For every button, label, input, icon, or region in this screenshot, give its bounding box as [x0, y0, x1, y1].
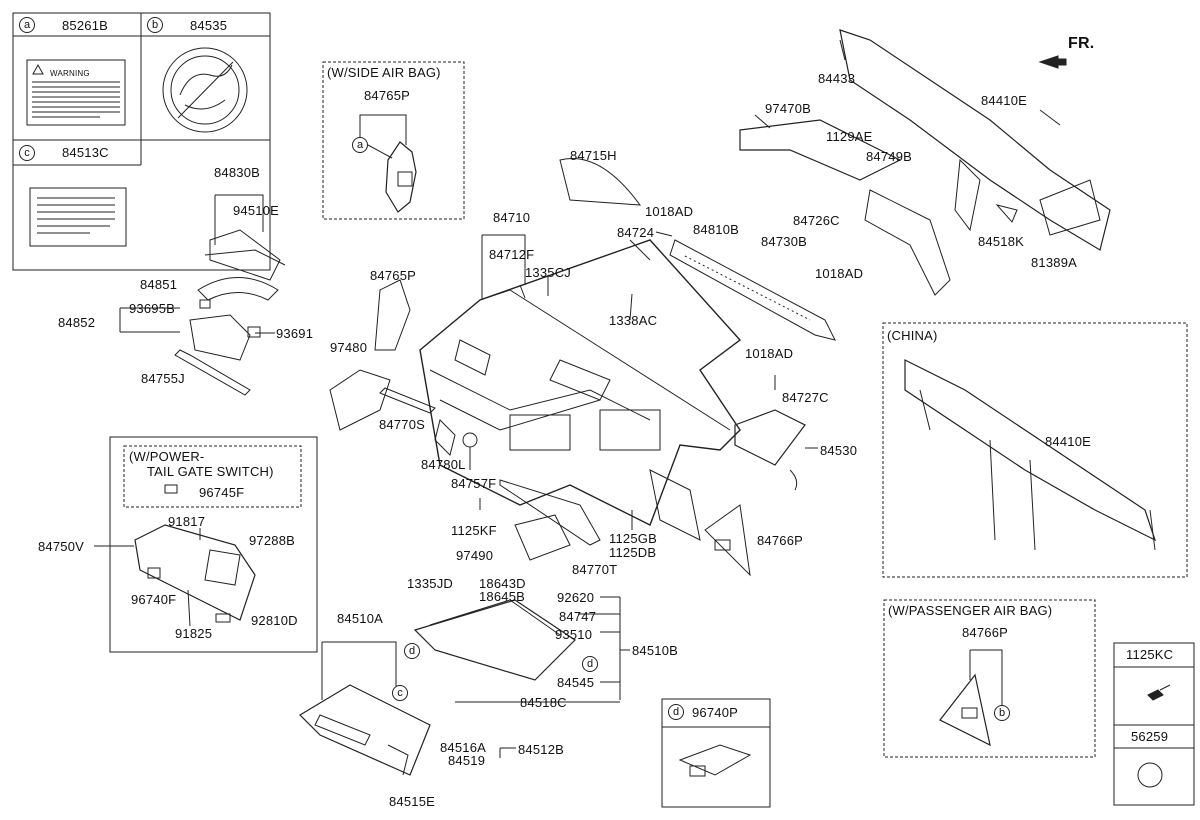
callout-92810D: 92810D	[251, 613, 298, 628]
callout-93510: 93510	[555, 627, 593, 642]
legend-letter-b: b	[147, 17, 163, 33]
fastener-56259: 56259	[1131, 729, 1169, 744]
callout-93695B: 93695B	[129, 301, 176, 316]
callout-1018AD-c: 1018AD	[745, 346, 794, 361]
panel-84810B-art	[669, 239, 836, 341]
ref-circle-d-1: d	[404, 643, 420, 659]
front-direction-label: FR.	[1068, 35, 1095, 52]
callout-84726C: 84726C	[793, 213, 840, 228]
callout-96745F: 96745F	[199, 485, 245, 500]
airbag-disc-art	[162, 47, 248, 133]
callout-84810B: 84810B	[693, 222, 740, 237]
callout-1335JD: 1335JD	[407, 576, 454, 591]
callout-97480: 97480	[330, 340, 368, 355]
callout-84515E: 84515E	[389, 794, 436, 809]
callout-84765P-mid: 84765P	[370, 268, 417, 283]
legend-part-84535: 84535	[190, 18, 228, 33]
callout-1335CJ: 1335CJ	[525, 265, 572, 280]
callout-84766P-passenger: 84766P	[962, 625, 1009, 640]
callout-91825: 91825	[175, 626, 213, 641]
ref-circle-b: b	[994, 705, 1010, 721]
callout-97490: 97490	[456, 548, 494, 563]
callout-84518K: 84518K	[978, 234, 1025, 249]
callout-84433: 84433	[818, 71, 856, 86]
group-power-tailgate-line2: TAIL GATE SWITCH)	[147, 464, 274, 479]
group-power-tailgate-line1: (W/POWER-	[129, 449, 205, 464]
callout-84410E: 84410E	[981, 93, 1028, 108]
callout-81389A: 81389A	[1031, 255, 1078, 270]
callout-96740F: 96740F	[131, 592, 177, 607]
main-dash-panel-art	[419, 239, 742, 526]
ref-circle-a: a	[352, 137, 368, 153]
callout-18643D: 18643D	[479, 576, 526, 591]
ref-circle-d-2: d	[582, 656, 598, 672]
callout-1129AE: 1129AE	[826, 129, 873, 144]
callout-84710: 84710	[493, 210, 531, 225]
legend-letter-a: a	[19, 17, 35, 33]
callout-84851: 84851	[140, 277, 178, 292]
ref-circle-c: c	[392, 685, 408, 701]
callout-84770S: 84770S	[379, 417, 426, 432]
manual-label-art	[29, 187, 127, 247]
callout-84724: 84724	[617, 225, 655, 240]
callout-1018AD-a: 1018AD	[815, 266, 864, 281]
callout-84530: 84530	[820, 443, 858, 458]
callout-84830B: 84830B	[214, 165, 261, 180]
callout-94510E: 94510E	[233, 203, 280, 218]
legend-part-85261B: 85261B	[62, 18, 109, 33]
group-china: (CHINA)	[887, 328, 938, 343]
legend-letter-c: c	[19, 145, 35, 161]
callout-84765P-top: 84765P	[364, 88, 411, 103]
callout-1125DB: 1125DB	[609, 545, 657, 560]
callout-84518C: 84518C	[520, 695, 567, 710]
callout-84780L: 84780L	[421, 457, 466, 472]
callout-84712F: 84712F	[489, 247, 535, 262]
callout-84747: 84747	[559, 609, 597, 624]
callout-84715H: 84715H	[570, 148, 617, 163]
callout-1125GB: 1125GB	[609, 531, 657, 546]
callout-97288B: 97288B	[249, 533, 296, 548]
callout-92620: 92620	[557, 590, 595, 605]
callout-84749B: 84749B	[866, 149, 913, 164]
panel-84715H-art	[559, 158, 642, 206]
legend-part-84513C: 84513C	[62, 145, 109, 160]
callout-84755J: 84755J	[141, 371, 185, 386]
fastener-1125KC: 1125KC	[1126, 647, 1174, 662]
group-passenger-airbag: (W/PASSENGER AIR BAG)	[888, 603, 1053, 618]
callout-84510A: 84510A	[337, 611, 384, 626]
callout-84519: 84519	[448, 753, 486, 768]
legend-warning-text: WARNING	[50, 69, 90, 78]
callout-84727C: 84727C	[782, 390, 829, 405]
warning-label-art	[26, 59, 126, 126]
callout-1125KF: 1125KF	[451, 523, 497, 538]
callout-84750V: 84750V	[38, 539, 85, 554]
callout-84510B: 84510B	[632, 643, 679, 658]
legend-part-96740P: 96740P	[692, 705, 739, 720]
callout-84545: 84545	[557, 675, 595, 690]
callout-84516A: 84516A	[440, 740, 487, 755]
legend-letter-d: d	[668, 704, 684, 720]
callout-97470B: 97470B	[765, 101, 812, 116]
callout-1018AD-b: 1018AD	[645, 204, 694, 219]
callout-84757F: 84757F	[451, 476, 497, 491]
cover-84830B-art	[209, 229, 281, 281]
callout-1338AC: 1338AC	[609, 313, 658, 328]
callout-84730B: 84730B	[761, 234, 808, 249]
callout-84852: 84852	[58, 315, 96, 330]
callout-84770T: 84770T	[572, 562, 618, 577]
callout-84410E-china: 84410E	[1045, 434, 1092, 449]
callout-91817: 91817	[168, 514, 206, 529]
callout-93691: 93691	[276, 326, 314, 341]
callout-18645B: 18645B	[479, 589, 526, 604]
callout-84766P: 84766P	[757, 533, 804, 548]
group-side-airbag: (W/SIDE AIR BAG)	[327, 65, 441, 80]
callout-84512B: 84512B	[518, 742, 565, 757]
